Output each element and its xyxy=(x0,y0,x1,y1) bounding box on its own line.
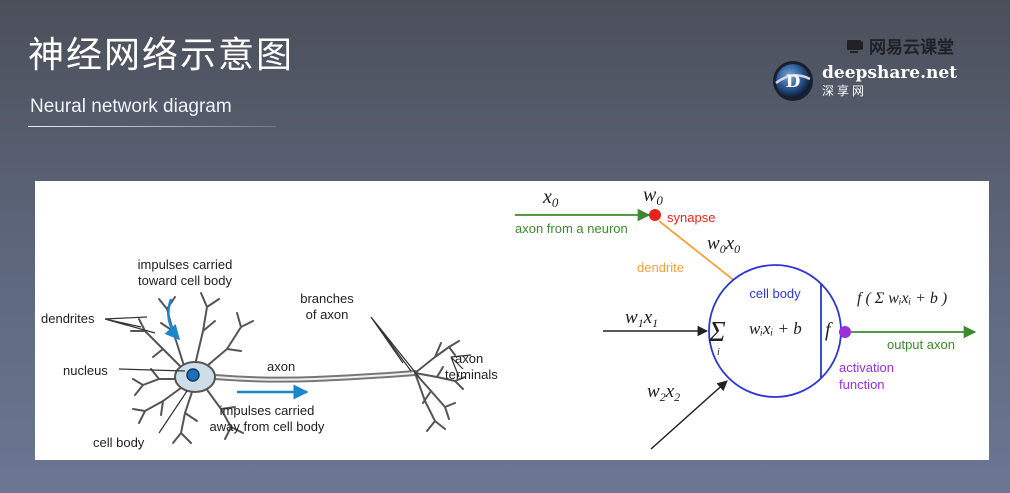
output-axon-label: output axon xyxy=(887,337,955,352)
axon-terminals-line2: terminals xyxy=(445,367,498,382)
f-label: f xyxy=(825,319,833,341)
math-neuron-model: x0 w0 synapse axon from a neuron w0x0 de… xyxy=(515,184,977,450)
impulses-away-line2: away from cell body xyxy=(210,419,325,434)
dendrite-label: dendrite xyxy=(637,260,684,275)
impulses-away-line1: impulses carried xyxy=(220,403,315,418)
nucleus-shape xyxy=(186,368,200,382)
axon-terminals-line1: axon xyxy=(455,351,483,366)
page-title: 神经网络示意图 xyxy=(28,35,295,76)
wangyi-label: 网易云课堂 xyxy=(869,38,954,58)
activation-line2: function xyxy=(839,377,885,392)
diagram-panel: impulses carried toward cell body dendri… xyxy=(35,181,989,460)
w2x2-arrow xyxy=(650,380,728,450)
activation-line1: activation xyxy=(839,360,894,375)
w1x1-label: w1x1 xyxy=(625,307,658,330)
activation-dot xyxy=(839,326,851,338)
impulses-toward-line2: toward cell body xyxy=(138,273,232,288)
sum-sigma: Σ xyxy=(708,317,726,348)
w0x0-label: w0x0 xyxy=(707,233,740,256)
w2x2-label: w2x2 xyxy=(647,381,680,404)
bio-labels: impulses carried toward cell body dendri… xyxy=(41,257,498,450)
dendrites-label: dendrites xyxy=(41,311,95,326)
branches-line2: of axon xyxy=(306,307,349,322)
bio-leader-lines xyxy=(104,316,472,434)
deepshare-logo-letter: D xyxy=(786,72,801,92)
deepshare-name: deepshare.net xyxy=(822,62,958,83)
output-formula: f ( Σ wᵢxᵢ + b ) xyxy=(857,290,947,307)
deepshare-logo: D xyxy=(773,61,813,101)
title-divider xyxy=(28,126,276,127)
cell-body-label: cell body xyxy=(93,435,145,450)
sum-index: i xyxy=(717,347,720,358)
axon-label: axon xyxy=(267,359,295,374)
axon-from-neuron-label: axon from a neuron xyxy=(515,221,628,236)
nucleus-label: nucleus xyxy=(63,363,108,378)
diagram-canvas: impulses carried toward cell body dendri… xyxy=(41,184,977,450)
x0-label: x0 xyxy=(542,186,559,210)
page-subtitle: Neural network diagram xyxy=(30,96,232,117)
synapse-label: synapse xyxy=(667,210,715,225)
branches-line1: branches xyxy=(300,291,354,306)
deepshare-cn: 深享网 xyxy=(822,84,868,99)
impulses-toward-line1: impulses carried xyxy=(138,257,233,272)
synapse-dot xyxy=(649,209,661,221)
deepshare-brand: D deepshare.net 深享网 xyxy=(772,60,957,102)
monitor-icon xyxy=(847,39,863,53)
sum-expression: wᵢxᵢ + b xyxy=(749,319,802,338)
cell-body-model-label: cell body xyxy=(749,286,801,301)
impulse-toward-arrow xyxy=(164,298,180,341)
wangyi-brand: 网易云课堂 xyxy=(846,33,954,58)
w0-label: w0 xyxy=(643,184,663,208)
